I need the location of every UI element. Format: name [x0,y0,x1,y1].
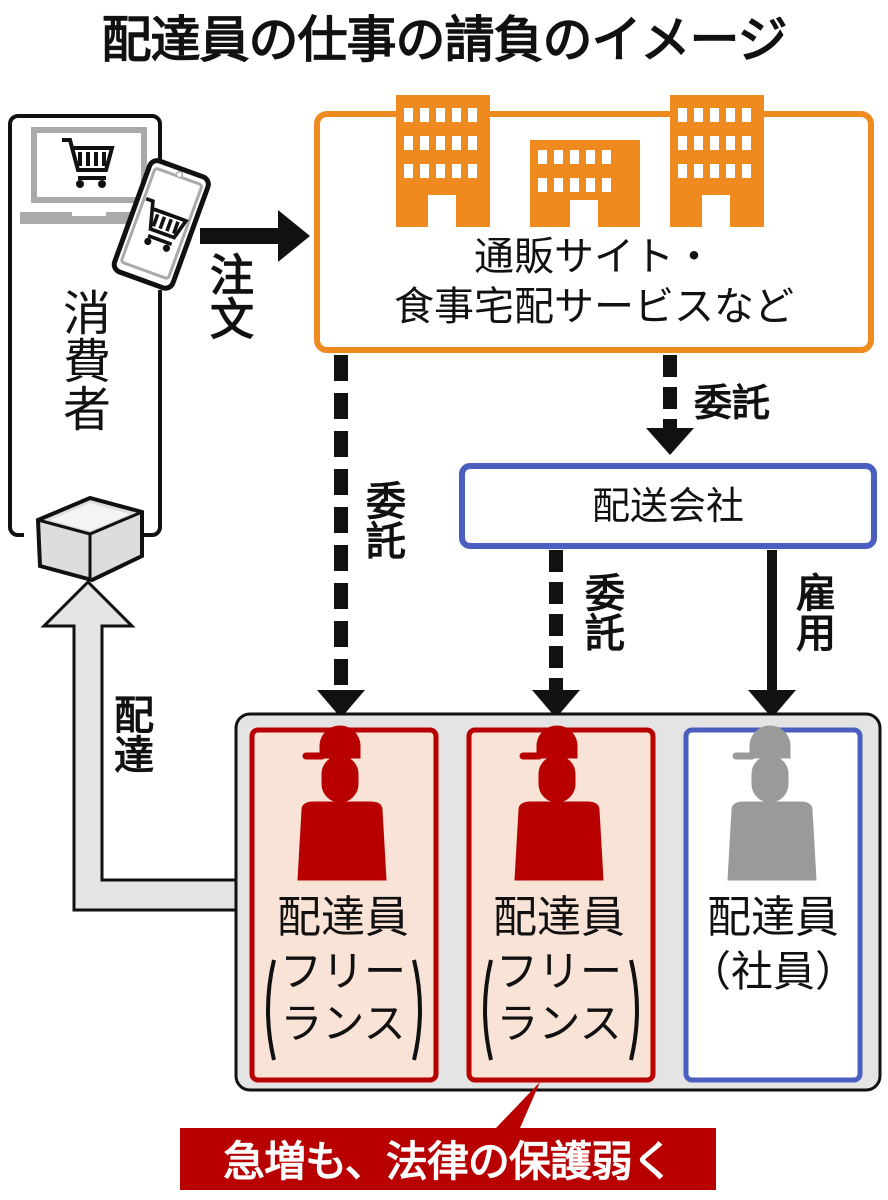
courier-company-label: 配送会社 [591,484,744,528]
worker-card-employee: 配達員 （社員） [688,890,858,998]
laptop-cart-icon [20,127,150,224]
diagram-title: 配達員の仕事の請負のイメージ [101,11,788,69]
platform-to-courier-arrow [646,355,694,455]
platform-line2: 食事宅配サービスなど [394,284,794,330]
freelance-brackets [266,959,639,1061]
outsource-label-mid: 委託 [578,572,624,652]
courier-to-freelancer-arrow [532,550,580,718]
worker-name: 配達員 [493,892,625,943]
platform-label: 通販サイト・ 食事宅配サービスなど [320,232,868,332]
order-label: 注文 [202,252,253,340]
delivery-arrow [40,579,238,912]
platform-to-freelancer-arrow [317,355,365,718]
worker-card-freelance-1: 配達員 フリー ランス [254,890,432,1050]
order-arrow [200,210,310,262]
delivery-label: 配達 [107,694,153,774]
consumer-label: 消費者 [54,288,110,432]
worker-name: 配達員 [707,892,839,943]
worker-type-line1: フリー [279,947,406,996]
office-buildings-icon [396,95,764,230]
platform-line1: 通販サイト・ [474,234,714,280]
courier-to-employee-arrow [748,550,796,718]
callout-text: 急増も、法律の保護弱く [223,1137,674,1186]
employment-label: 雇用 [789,572,835,652]
parcel-box-icon [35,495,144,583]
outsource-label-top: 委託 [694,381,771,425]
smartphone-cart-icon [111,158,211,291]
worker-type-line1: （社員） [688,947,857,996]
consumer-frame [8,114,162,537]
courier-company-box [459,463,877,549]
worker-type-line2: ランス [280,999,406,1048]
outsource-label-left: 委託 [359,480,405,560]
callout-box [180,1082,716,1190]
workers-group [234,712,882,1092]
worker-type-line2: ランス [496,999,622,1048]
worker-name: 配達員 [277,892,409,943]
worker-type-line1: フリー [495,947,622,996]
worker-card-freelance-2: 配達員 フリー ランス [470,890,648,1050]
